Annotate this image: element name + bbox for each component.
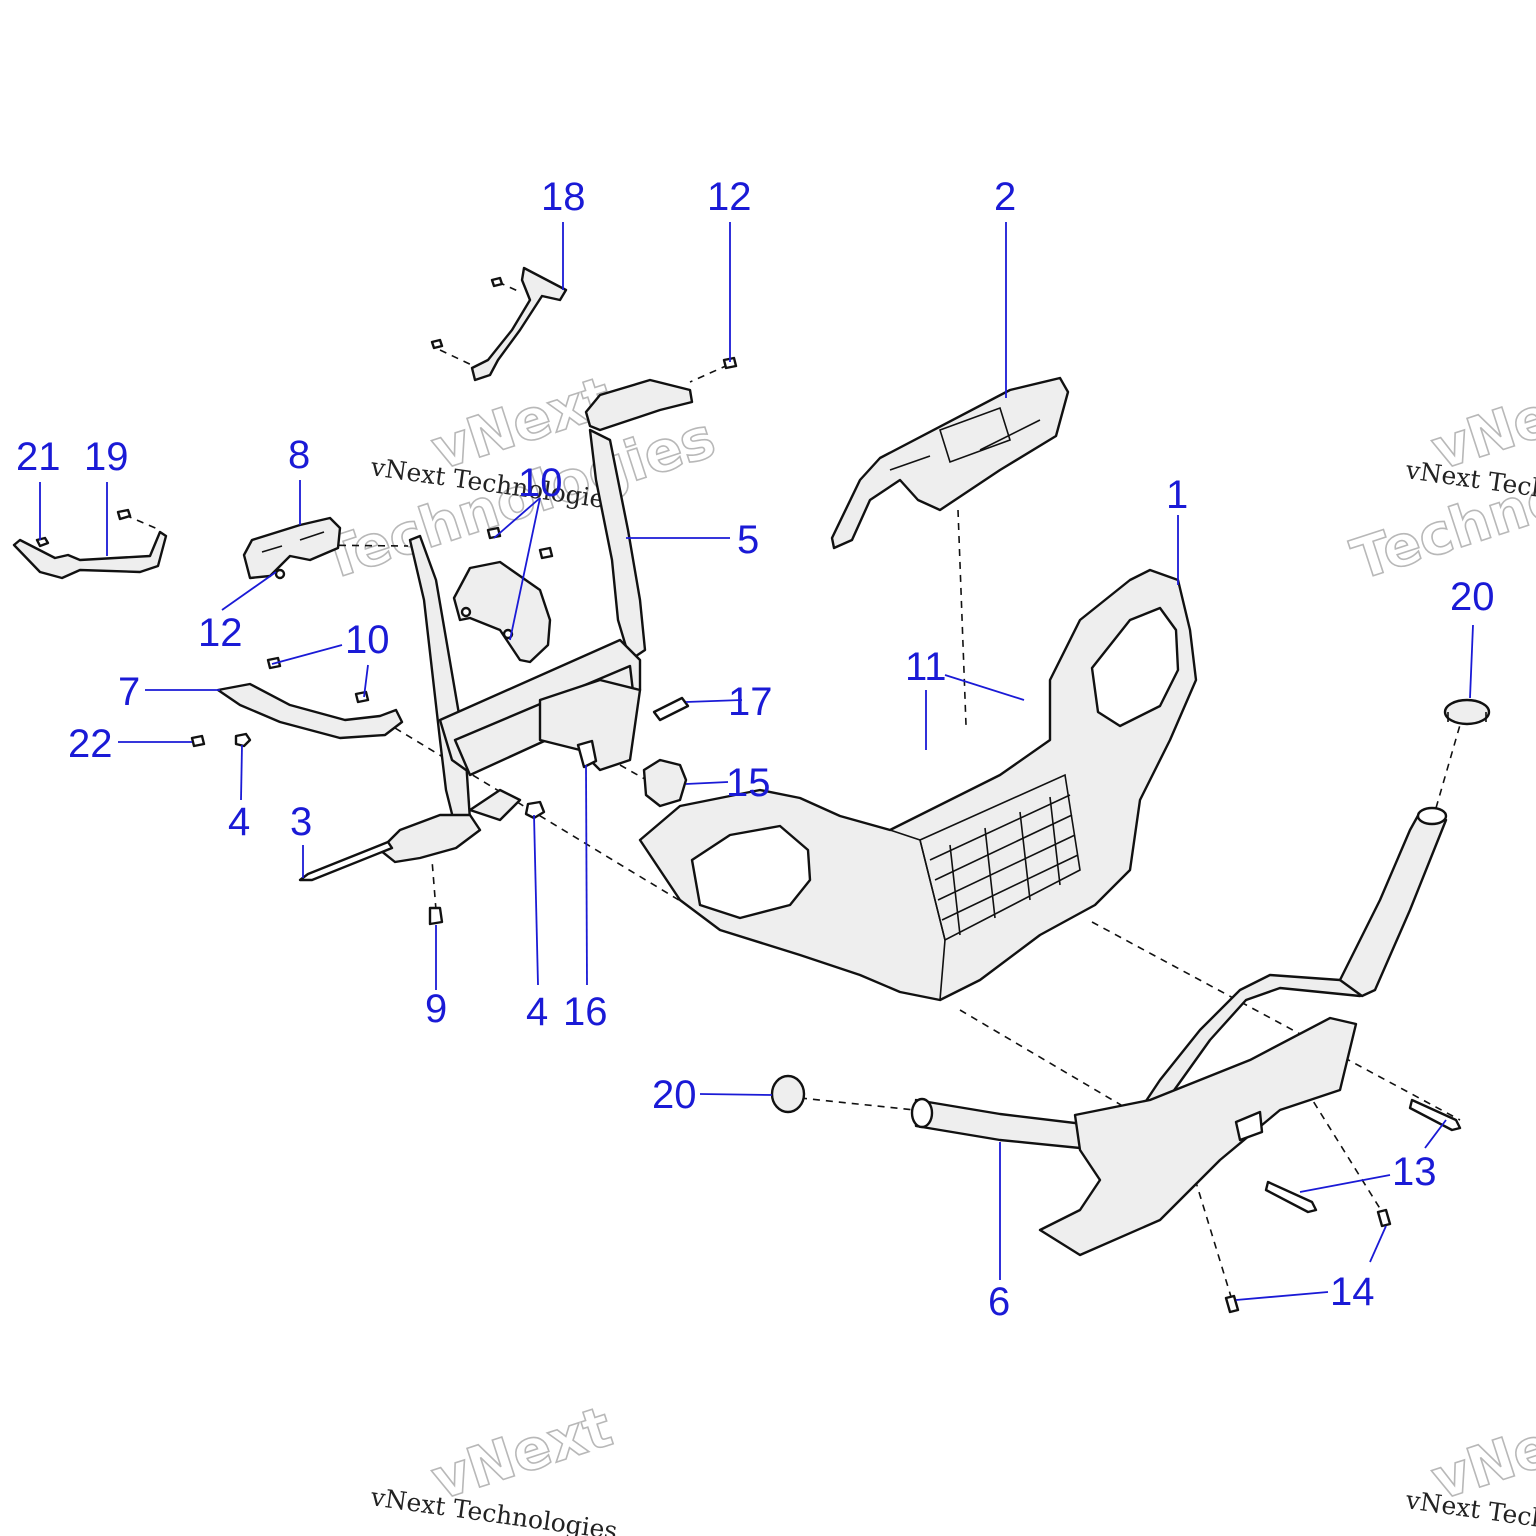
part-20-caps <box>770 698 1491 1114</box>
bolt-13-upper <box>1408 1098 1462 1132</box>
callout-10-left: 10 <box>345 618 390 662</box>
callout-10-top: 10 <box>518 461 563 505</box>
callout-4-center: 4 <box>526 990 548 1034</box>
callout-13: 13 <box>1392 1150 1437 1194</box>
callout-19: 19 <box>84 435 129 479</box>
screw-14-upper <box>1376 1208 1392 1228</box>
callout-12-left: 12 <box>198 611 243 655</box>
callout-14: 14 <box>1330 1270 1375 1314</box>
part-5-frame <box>378 428 647 864</box>
part-10-shield <box>452 526 554 664</box>
part-6-bumper <box>910 806 1448 1257</box>
callout-18: 18 <box>541 175 586 219</box>
bolt-3 <box>298 840 394 882</box>
callout-11: 11 <box>905 645 947 689</box>
nut-4-left <box>234 732 252 748</box>
callout-6: 6 <box>988 1280 1010 1324</box>
small-hardware <box>190 696 690 926</box>
callout-labels: 18 12 2 1 21 19 8 10 5 12 10 7 22 4 3 9 … <box>16 175 1495 1324</box>
pin-17 <box>652 696 690 722</box>
callout-8: 8 <box>288 433 310 477</box>
callout-17: 17 <box>728 680 773 724</box>
callout-5: 5 <box>737 518 759 562</box>
bolt-13-lower <box>1264 1180 1318 1214</box>
callout-4-left: 4 <box>228 800 250 844</box>
callout-20-left: 20 <box>652 1073 697 1117</box>
screw-9 <box>428 906 444 926</box>
assembly-lines <box>124 281 1461 1301</box>
callout-16: 16 <box>563 990 608 1034</box>
bolts-13-14 <box>1224 1098 1462 1314</box>
pin-16 <box>576 739 598 769</box>
screw-14-lower <box>1224 1294 1240 1314</box>
screw-22 <box>190 734 206 748</box>
callout-3: 3 <box>290 800 312 844</box>
leader-lines <box>39 222 1474 1301</box>
callout-22: 22 <box>68 722 113 766</box>
part-1-fascia <box>638 568 1198 1002</box>
nut-4-center <box>524 800 546 820</box>
block-15 <box>642 758 688 808</box>
upper-right-bracket <box>584 356 738 432</box>
cap-20-right <box>1443 698 1491 726</box>
part-8-mount-bracket <box>242 516 342 580</box>
callout-7: 7 <box>118 670 140 714</box>
callout-15: 15 <box>726 761 771 805</box>
part-2-bracket <box>830 376 1070 550</box>
part-19-bracket <box>12 508 168 580</box>
part-7-strap <box>216 656 404 740</box>
callout-2: 2 <box>994 175 1016 219</box>
callout-20-right: 20 <box>1450 575 1495 619</box>
cap-20-left <box>770 1074 806 1114</box>
callout-1: 1 <box>1166 473 1188 517</box>
screw-21 <box>35 536 50 548</box>
callout-9: 9 <box>425 987 447 1031</box>
callout-12-top: 12 <box>707 175 752 219</box>
part-18-strap <box>430 266 568 382</box>
callout-21: 21 <box>16 435 61 479</box>
